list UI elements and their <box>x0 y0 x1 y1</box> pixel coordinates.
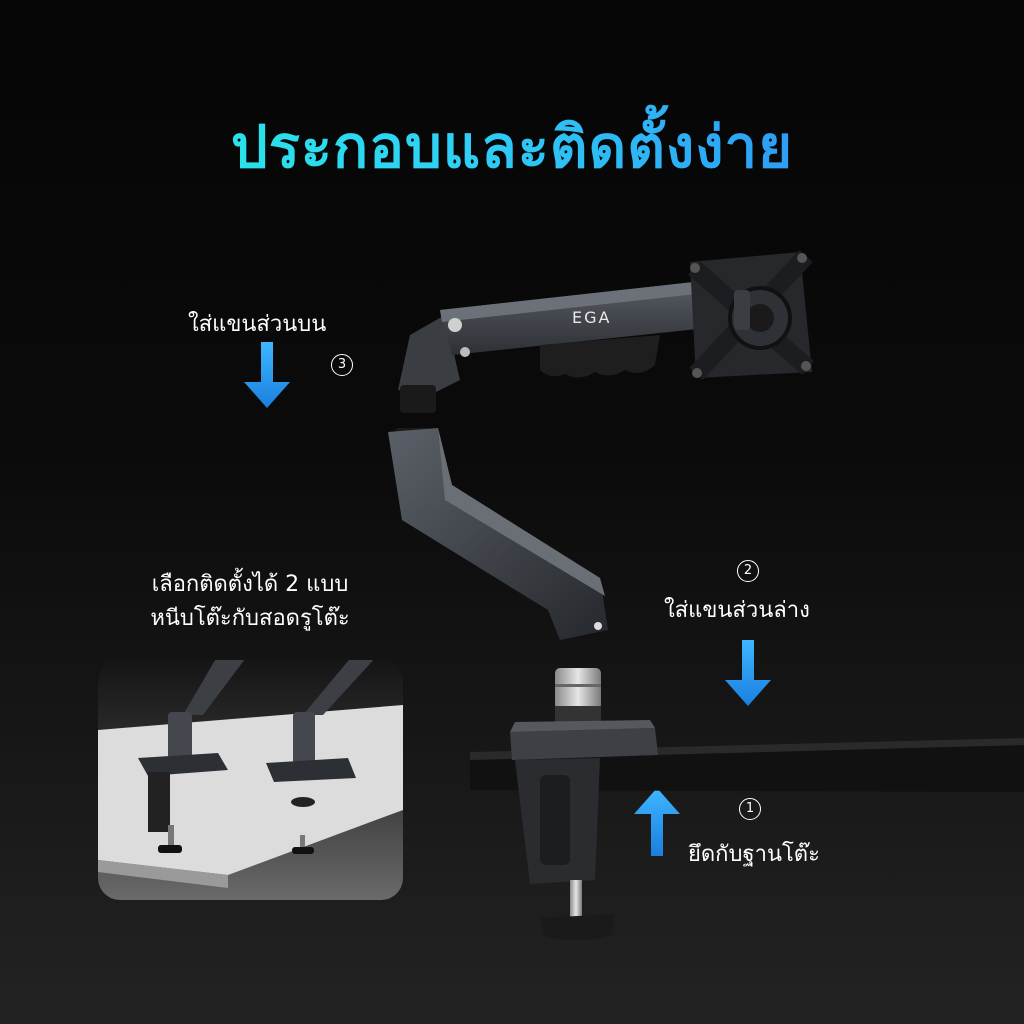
arrow-down-icon <box>244 342 290 408</box>
clamp-mount-image <box>138 660 245 853</box>
vesa-mount-plate <box>688 249 814 381</box>
step-2-number: 2 <box>737 560 759 582</box>
install-note-line-1: เลือกติดตั้งได้ 2 แบบ <box>151 572 349 597</box>
arrow-up-icon <box>634 788 680 856</box>
step-3-label: ใส่แขนส่วนบน <box>188 312 327 337</box>
install-options-illustration <box>98 660 403 888</box>
mounting-pole <box>555 668 601 728</box>
install-note-line-2: หนีบโต๊ะกับสอดรูโต๊ะ <box>150 606 350 631</box>
lower-arm <box>388 428 608 640</box>
headline: ประกอบและติดตั้งง่าย <box>0 100 1024 193</box>
upper-arm: EGA <box>398 278 735 413</box>
install-options-note: เลือกติดตั้งได้ 2 แบบ หนีบโต๊ะกับสอดรูโต… <box>100 568 400 636</box>
install-options-panel <box>98 660 403 900</box>
brand-logo: EGA <box>572 308 611 327</box>
grommet-mount-image <box>266 660 374 854</box>
desk-clamp <box>510 720 658 941</box>
step-3-number: 3 <box>331 354 353 376</box>
step-1-number: 1 <box>739 798 761 820</box>
step-2-label: ใส่แขนส่วนล่าง <box>664 598 810 623</box>
step-1-label: ยึดกับฐานโต๊ะ <box>688 842 820 867</box>
arrow-down-icon <box>725 640 771 706</box>
